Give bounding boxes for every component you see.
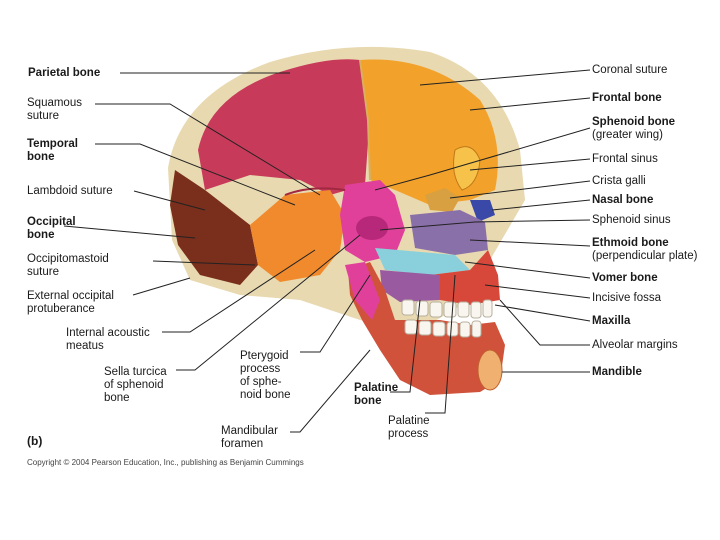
lower-teeth bbox=[404, 319, 482, 338]
label-occipital-bone: Occipital bone bbox=[27, 216, 76, 241]
label-sella-turcica: Sella turcica of sphenoid bone bbox=[104, 366, 167, 404]
label-alveolar-margins: Alveolar margins bbox=[592, 339, 678, 351]
nasal-bone-shape bbox=[470, 200, 495, 222]
occipital-bone-shape bbox=[170, 170, 258, 285]
label-palatine-process: Palatine process bbox=[388, 415, 430, 440]
label-ethmoid-perpendicular-plate: (perpendicular plate) bbox=[592, 250, 698, 262]
label-ethmoid-bone: Ethmoid bone bbox=[592, 237, 669, 249]
sphenoid-sinus-shape bbox=[356, 216, 388, 240]
label-palatine-bone: Palatine bone bbox=[354, 382, 399, 407]
label-vomer-bone: Vomer bone bbox=[592, 272, 658, 284]
label-sphenoid-sinus: Sphenoid sinus bbox=[592, 214, 671, 226]
label-nasal-bone: Nasal bone bbox=[592, 194, 654, 206]
label-pterygoid-process: Pterygoid process of sphe- noid bone bbox=[240, 350, 291, 401]
frontal-sinus-shape bbox=[453, 146, 481, 191]
label-squamous-suture: Squamous suture bbox=[27, 97, 82, 122]
copyright-text: Copyright © 2004 Pearson Education, Inc.… bbox=[27, 458, 304, 467]
mandible-section-shape bbox=[477, 349, 503, 391]
ethmoid-bone-shape bbox=[410, 210, 488, 255]
label-frontal-sinus: Frontal sinus bbox=[592, 153, 658, 165]
label-sphenoid-bone: Sphenoid bone bbox=[592, 116, 676, 128]
label-temporal-bone: Temporal bone bbox=[27, 138, 78, 163]
palatine-region-shape bbox=[380, 270, 440, 302]
coronal-suture-line bbox=[359, 59, 371, 181]
label-sphenoid-greater-wing: (greater wing) bbox=[592, 129, 663, 141]
label-frontal-bone: Frontal bone bbox=[592, 92, 662, 104]
mandible-condyle-shape bbox=[345, 262, 380, 320]
label-incisive-fossa: Incisive fossa bbox=[592, 292, 662, 304]
label-occipitomastoid-suture: Occipitomastoid suture bbox=[27, 253, 109, 278]
parietal-bone-shape bbox=[198, 59, 370, 196]
label-parietal-bone: Parietal bone bbox=[28, 67, 101, 79]
label-internal-acoustic-meatus: Internal acoustic meatus bbox=[66, 327, 150, 352]
label-external-occipital-protuberance: External occipital protuberance bbox=[27, 290, 114, 315]
squamous-suture-line bbox=[284, 187, 346, 196]
figure-label: (b) bbox=[27, 434, 43, 448]
leader-lines bbox=[63, 69, 591, 433]
label-maxilla: Maxilla bbox=[592, 315, 631, 327]
label-crista-galli: Crista galli bbox=[592, 175, 646, 187]
label-coronal-suture: Coronal suture bbox=[592, 64, 668, 76]
label-mandibular-foramen: Mandibular foramen bbox=[221, 425, 278, 450]
vomer-bone-shape bbox=[375, 248, 470, 275]
label-mandible: Mandible bbox=[592, 366, 642, 378]
label-lambdoid-suture: Lambdoid suture bbox=[27, 185, 113, 197]
crista-galli-shape bbox=[425, 188, 460, 212]
temporal-bone-shape bbox=[250, 190, 345, 282]
